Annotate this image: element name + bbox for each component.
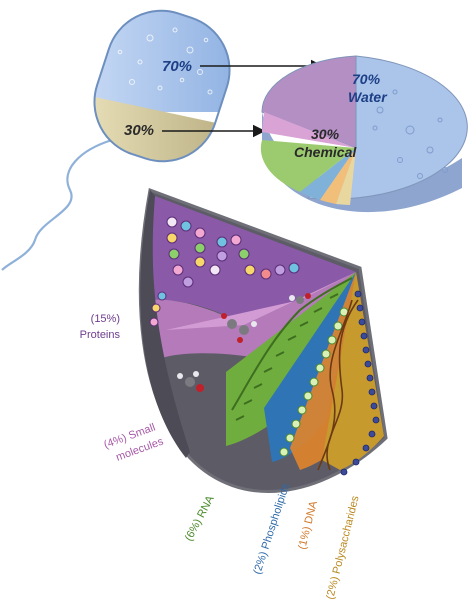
pie-top-chemical (261, 55, 357, 149)
proteins-name: Proteins (80, 329, 121, 341)
dna-label: (1%) DNA (296, 499, 320, 551)
wedge-phospholipids (264, 272, 356, 462)
pie-water-label: Water (348, 89, 388, 105)
pie-top-dna (320, 148, 356, 204)
pie-water-pct: 70% (352, 71, 381, 87)
wedge-small-molecules (149, 272, 356, 360)
pie-top-chemical-pink (262, 112, 356, 148)
wedge-left-face (140, 190, 190, 458)
pie-top-poly (336, 148, 356, 205)
polysaccharide-chain (340, 290, 380, 476)
pie-chemical-label: Chemical (294, 144, 357, 160)
chemical-breakdown-wedge (138, 187, 388, 493)
pie-chemical-pct: 30% (311, 126, 340, 142)
capsule-outline (93, 9, 231, 163)
proteins-pct: (15%) (91, 313, 120, 325)
wedge-rna (226, 272, 356, 446)
dna-helix (317, 299, 359, 471)
flagellum (1, 138, 113, 271)
rna-strand (231, 277, 353, 421)
pie-3d (260, 55, 468, 213)
water-bubbles (117, 27, 213, 95)
pie-top-rna (260, 140, 356, 192)
cell-chemical-pct: 30% (124, 122, 154, 139)
pie-top-phospho (300, 148, 356, 200)
polysaccharides-label: (2%) Polysaccharides (324, 494, 362, 601)
protein-beads (149, 216, 300, 327)
rna-label: (6%) RNA (183, 493, 217, 543)
small-molecule-models (177, 293, 311, 392)
cell-water-pct: 70% (162, 58, 192, 75)
phospholipids-label: (2%) Phospholipids (251, 482, 292, 576)
bacterium-cell (90, 0, 240, 176)
phospholipid-chain (279, 307, 349, 457)
pie-bubbles (372, 89, 448, 179)
